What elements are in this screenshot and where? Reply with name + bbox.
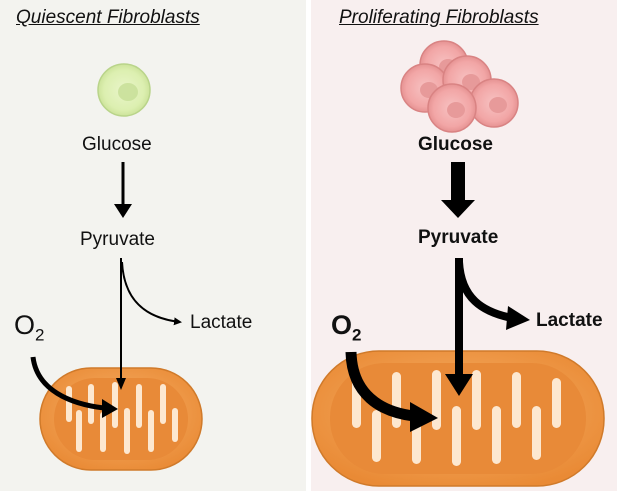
panel-divider (306, 0, 311, 491)
left-oxygen-label: O2 (14, 310, 45, 345)
proliferating-cells (400, 40, 519, 133)
left-glucose-label: Glucose (82, 134, 152, 155)
right-glucose-label: Glucose (418, 134, 493, 155)
quiescent-cell (97, 63, 151, 117)
proliferating-cell (427, 83, 477, 133)
proliferating-cell (469, 78, 519, 128)
left-pyruvate-to-lactate-arrow (121, 261, 182, 326)
right-lactate-label: Lactate (536, 310, 603, 331)
right-pyruvate-to-lactate-arrow (455, 261, 530, 330)
left-glucose-to-pyruvate-arrow (114, 162, 132, 218)
left-pyruvate-to-mitochondrion-arrow (116, 258, 126, 390)
quiescent-title: Quiescent Fibroblasts (16, 7, 200, 28)
right-pyruvate-to-mitochondrion-arrow (445, 258, 473, 396)
left-lactate-label: Lactate (190, 312, 253, 333)
right-oxygen-label: O2 (331, 310, 362, 345)
left-pyruvate-label: Pyruvate (80, 229, 155, 250)
left-mitochondrion (39, 367, 203, 471)
proliferating-title: Proliferating Fibroblasts (339, 7, 539, 28)
right-oxygen-arrow (345, 351, 438, 432)
right-glucose-to-pyruvate-arrow (441, 162, 475, 218)
left-oxygen-arrow (30, 356, 118, 418)
right-pyruvate-label: Pyruvate (418, 227, 499, 248)
